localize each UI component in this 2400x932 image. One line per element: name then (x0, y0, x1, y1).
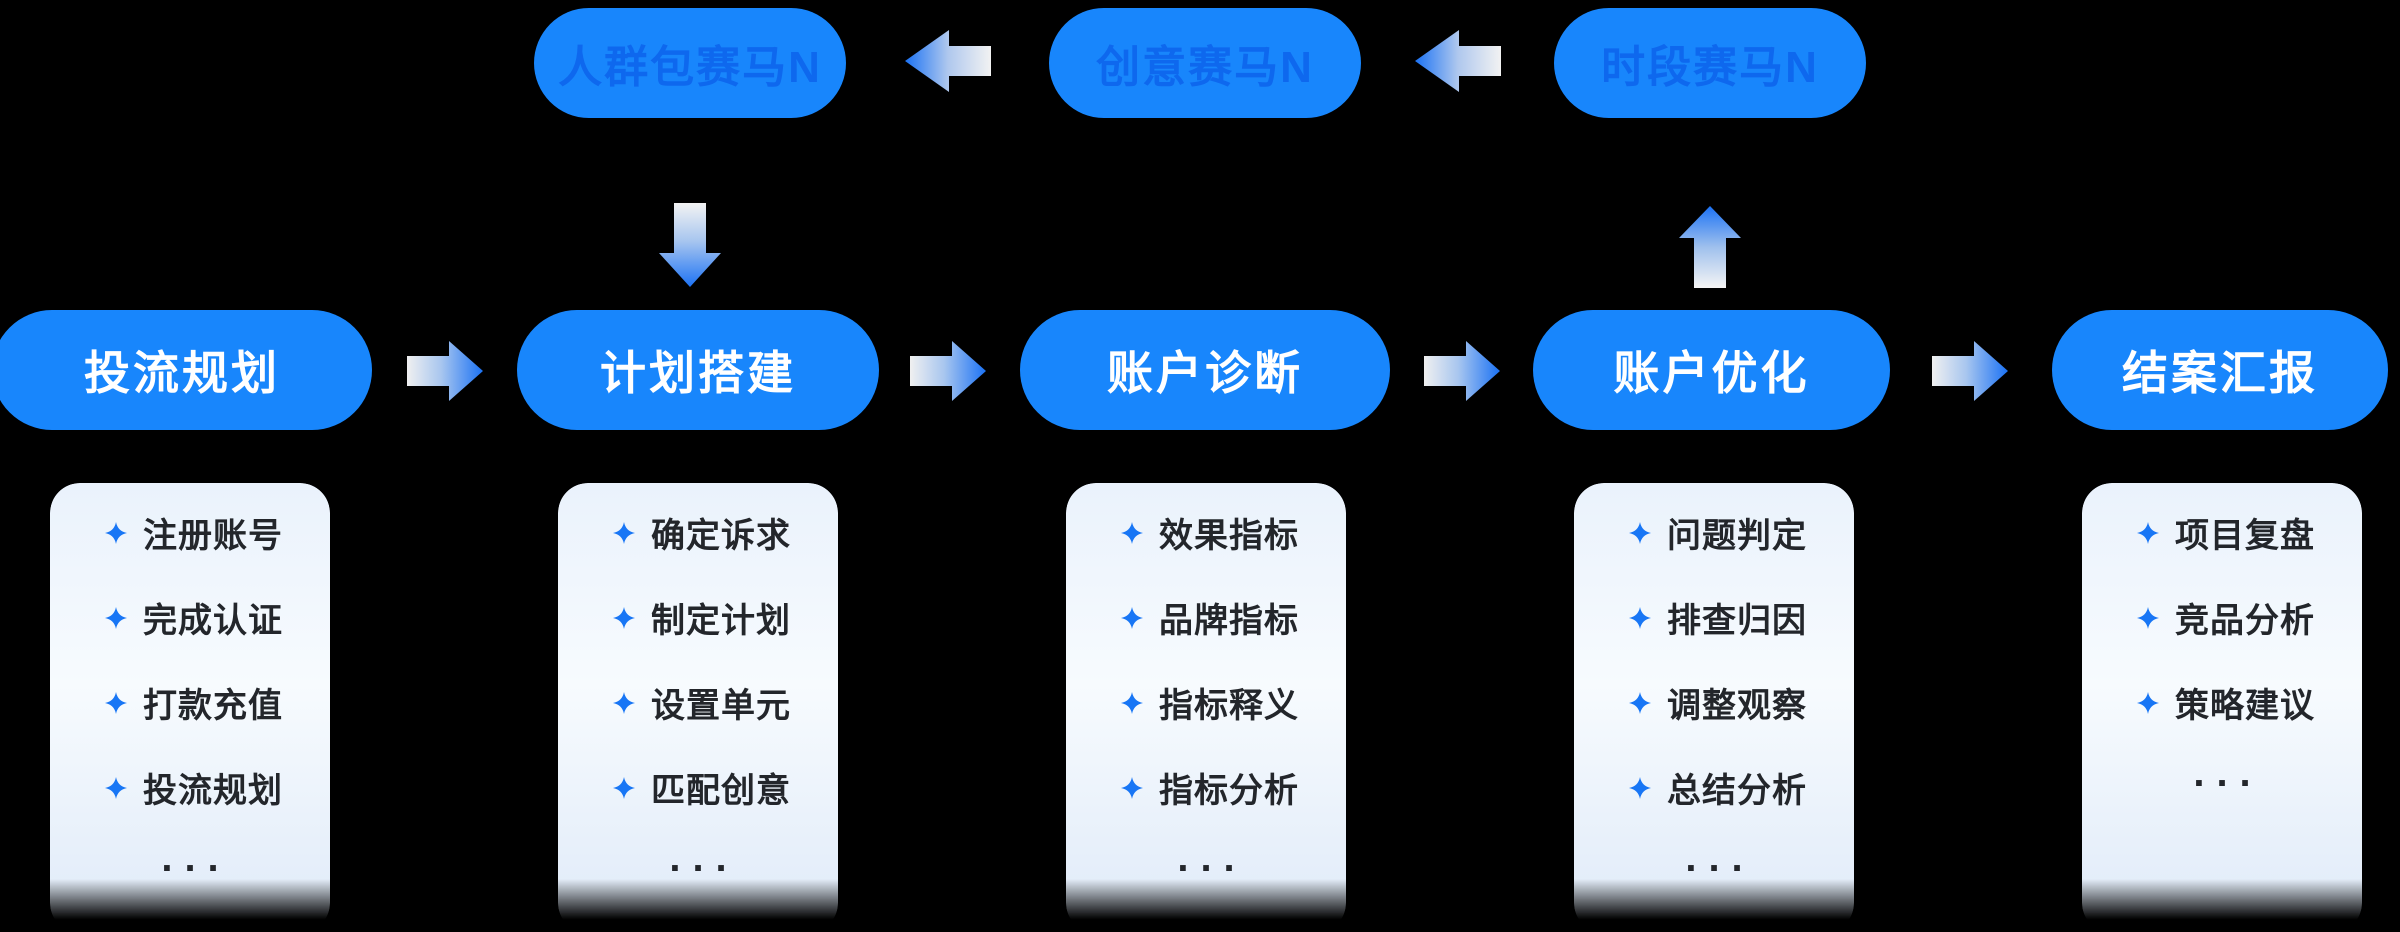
stage-pill-label: 账户诊断 (1107, 347, 1303, 399)
list-item-label: 匹配创意 (651, 772, 791, 810)
list-item: 品牌指标 (1066, 575, 1346, 660)
race-pill-time-slot: 时段赛马N (1554, 8, 1866, 118)
arrow-left-icon (905, 30, 991, 92)
stage-pill-planning: 投流规划 (0, 310, 372, 430)
list-item-label: 品牌指标 (1159, 602, 1299, 640)
sparkle-diamond-icon (1629, 691, 1651, 714)
list-item: 完成认证 (50, 575, 330, 660)
list-item: 制定计划 (558, 575, 838, 660)
stage-pill-setup: 计划搭建 (517, 310, 879, 430)
stage-card-report: 项目复盘 竞品分析 策略建议 ... (2082, 483, 2362, 932)
list-item: 匹配创意 (558, 745, 838, 830)
sparkle-diamond-icon (613, 776, 635, 799)
more-ellipsis: ... (669, 836, 739, 880)
sparkle-diamond-icon (1629, 606, 1651, 629)
list-item: 项目复盘 (2082, 490, 2362, 575)
sparkle-diamond-icon (2137, 521, 2159, 544)
list-item: 问题判定 (1574, 490, 1854, 575)
sparkle-diamond-icon (2137, 691, 2159, 714)
sparkle-diamond-icon (1121, 606, 1143, 629)
list-item-label: 策略建议 (2175, 687, 2315, 725)
arrow-right-icon (910, 341, 986, 401)
sparkle-diamond-icon (613, 691, 635, 714)
stage-pill-label: 结案汇报 (2122, 347, 2318, 399)
race-pill-label: 时段赛马N (1601, 43, 1819, 92)
race-pill-label: 人群包赛马N (558, 43, 822, 92)
list-item-label: 指标释义 (1159, 687, 1299, 725)
race-pill-label: 创意赛马N (1096, 43, 1314, 92)
list-item: 打款充值 (50, 660, 330, 745)
sparkle-diamond-icon (105, 691, 127, 714)
list-item: 策略建议 (2082, 660, 2362, 745)
sparkle-diamond-icon (105, 521, 127, 544)
sparkle-diamond-icon (105, 606, 127, 629)
more-ellipsis: ... (1177, 836, 1247, 880)
list-item: 效果指标 (1066, 490, 1346, 575)
more-ellipsis: ... (161, 836, 231, 880)
sparkle-diamond-icon (613, 521, 635, 544)
list-item-label: 效果指标 (1159, 517, 1299, 555)
list-item-label: 注册账号 (143, 517, 283, 555)
list-item-label: 项目复盘 (2175, 517, 2315, 555)
arrow-up-icon (1679, 206, 1741, 288)
list-item-label: 确定诉求 (651, 517, 791, 555)
list-item-label: 排查归因 (1667, 602, 1807, 640)
list-item: 总结分析 (1574, 745, 1854, 830)
list-item: 注册账号 (50, 490, 330, 575)
stage-card-optimization: 问题判定 排查归因 调整观察 总结分析 ... (1574, 483, 1854, 932)
list-item: 指标分析 (1066, 745, 1346, 830)
list-item-label: 调整观察 (1667, 687, 1807, 725)
race-pill-audience-pack: 人群包赛马N (534, 8, 846, 118)
sparkle-diamond-icon (1121, 691, 1143, 714)
list-item-label: 问题判定 (1667, 517, 1807, 555)
stage-card-planning: 注册账号 完成认证 打款充值 投流规划 ... (50, 483, 330, 932)
stage-pill-label: 投流规划 (84, 347, 280, 399)
list-item: 确定诉求 (558, 490, 838, 575)
list-item-label: 竞品分析 (2175, 602, 2315, 640)
sparkle-diamond-icon (1629, 776, 1651, 799)
more-ellipsis: ... (1685, 836, 1755, 880)
sparkle-diamond-icon (1121, 521, 1143, 544)
stage-pill-diagnosis: 账户诊断 (1020, 310, 1390, 430)
list-item-label: 打款充值 (143, 687, 283, 725)
list-item-label: 投流规划 (143, 772, 283, 810)
stage-card-setup: 确定诉求 制定计划 设置单元 匹配创意 ... (558, 483, 838, 932)
stage-pill-label: 账户优化 (1613, 347, 1810, 399)
list-item: 设置单元 (558, 660, 838, 745)
sparkle-diamond-icon (1629, 521, 1651, 544)
more-ellipsis: ... (2193, 751, 2263, 795)
arrow-right-icon (1932, 341, 2008, 401)
list-item-label: 设置单元 (651, 687, 791, 725)
stage-card-diagnosis: 效果指标 品牌指标 指标释义 指标分析 ... (1066, 483, 1346, 932)
stage-pill-report: 结案汇报 (2052, 310, 2388, 430)
stage-pill-optimization: 账户优化 (1533, 310, 1890, 430)
race-pill-creative: 创意赛马N (1049, 8, 1361, 118)
list-item-label: 完成认证 (143, 602, 283, 640)
list-item: 调整观察 (1574, 660, 1854, 745)
arrow-right-icon (407, 341, 483, 401)
list-item: 指标释义 (1066, 660, 1346, 745)
list-item: 投流规划 (50, 745, 330, 830)
arrow-down-icon (659, 203, 721, 287)
sparkle-diamond-icon (1121, 776, 1143, 799)
arrow-right-icon (1424, 341, 1500, 401)
arrow-left-icon (1415, 30, 1501, 92)
list-item: 排查归因 (1574, 575, 1854, 660)
sparkle-diamond-icon (2137, 606, 2159, 629)
sparkle-diamond-icon (613, 606, 635, 629)
sparkle-diamond-icon (105, 776, 127, 799)
list-item: 竞品分析 (2082, 575, 2362, 660)
stage-pill-label: 计划搭建 (600, 347, 796, 399)
list-item-label: 指标分析 (1159, 772, 1299, 810)
list-item-label: 制定计划 (651, 602, 791, 640)
list-item-label: 总结分析 (1667, 772, 1807, 810)
